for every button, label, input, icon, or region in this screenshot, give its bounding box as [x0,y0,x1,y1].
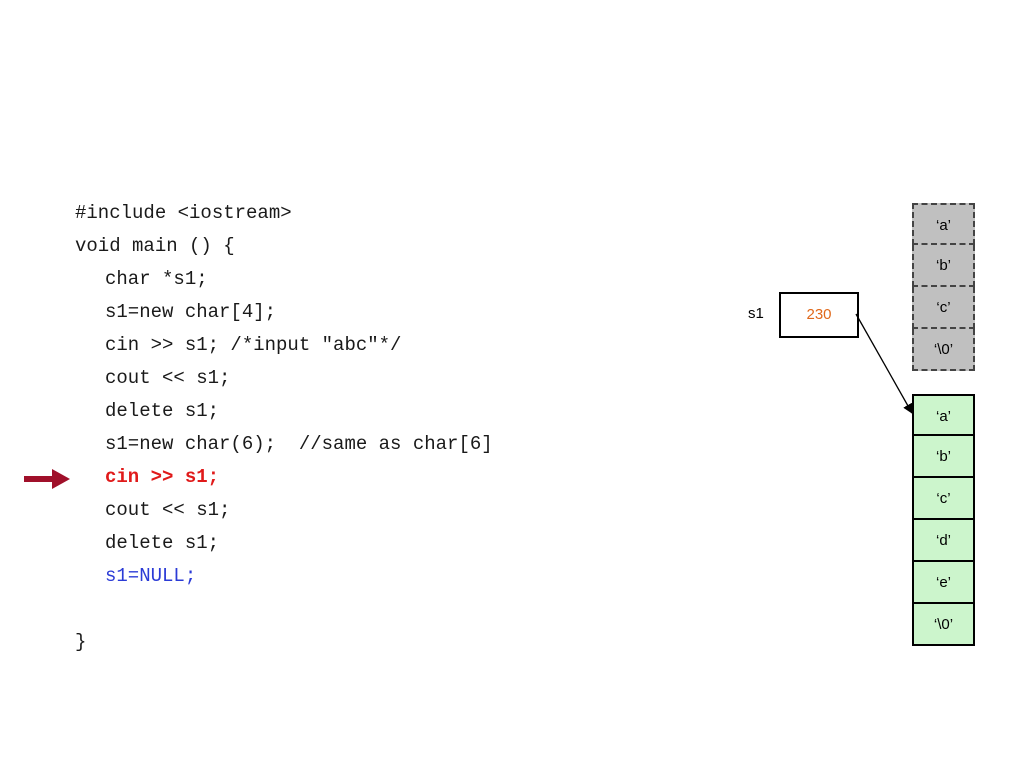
freed-memory-block: ‘a’ ‘b’ ‘c’ ‘\0’ [912,203,975,371]
memory-cell: ‘\0’ [912,329,975,371]
memory-cell: ‘e’ [912,562,975,604]
code-line: void main () { [75,235,235,257]
memory-cell: ‘b’ [912,245,975,287]
code-listing: #include <iostream> void main () { char … [75,197,493,659]
memory-cell: ‘b’ [912,436,975,478]
memory-cell: ‘a’ [912,203,975,245]
code-line: s1=new char(6); //same as char[6] [105,433,493,455]
allocated-memory-block: ‘a’ ‘b’ ‘c’ ‘d’ ‘e’ ‘\0’ [912,394,975,646]
memory-cell: ‘\0’ [912,604,975,646]
code-line [75,593,493,626]
current-code-line: cin >> s1; [105,466,220,488]
code-line: cout << s1; [105,499,231,521]
memory-cell: ‘c’ [912,287,975,329]
code-line: char *s1; [105,268,208,290]
memory-cell: ‘c’ [912,478,975,520]
code-line: cin >> s1; /*input "abc"*/ [105,334,402,356]
code-line: } [75,631,87,653]
memory-cell: ‘a’ [912,394,975,436]
variable-value-box: 230 [779,292,859,338]
current-line-arrow-icon [24,469,70,489]
variable-name: s1 [748,305,764,322]
highlighted-code-line: s1=NULL; [105,565,197,587]
code-line: delete s1; [105,532,220,554]
code-line: #include <iostream> [75,202,292,224]
code-line: delete s1; [105,400,220,422]
memory-cell: ‘d’ [912,520,975,562]
code-line: cout << s1; [105,367,231,389]
code-line: s1=new char[4]; [105,301,277,323]
